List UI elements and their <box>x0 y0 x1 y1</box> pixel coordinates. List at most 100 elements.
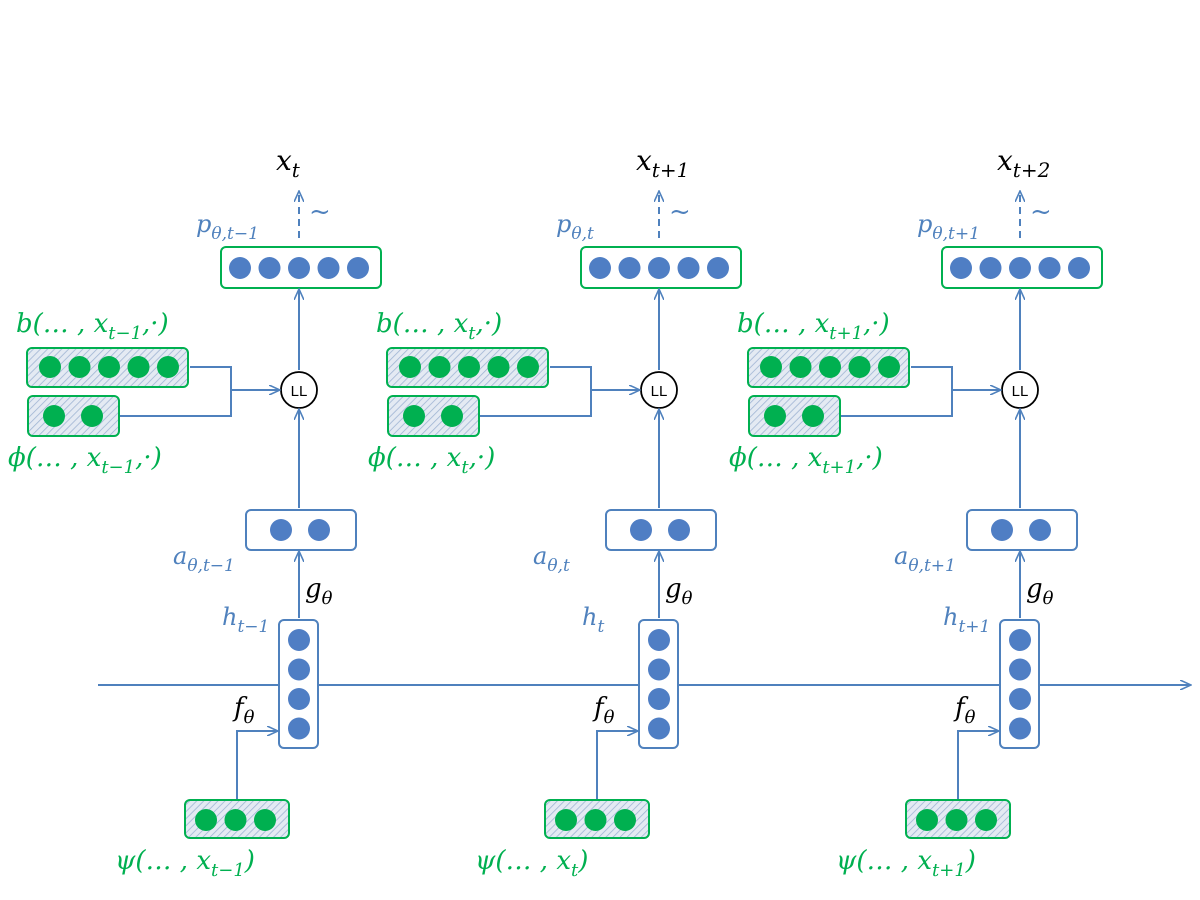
output-label-base: x <box>636 144 652 177</box>
prob-label-base: p <box>917 210 932 238</box>
prob-layer-node-5 <box>1068 257 1090 279</box>
prob-layer-node-5 <box>707 257 729 279</box>
h-state-label-sub: t <box>597 617 604 637</box>
prob-layer-node-1 <box>589 257 611 279</box>
f-function-label: fθ <box>953 693 976 728</box>
h-state-label-base: h <box>222 603 237 631</box>
prob-layer-node-3 <box>288 257 310 279</box>
b-feature-label: b(… , xt,·) <box>376 309 502 344</box>
phi-feature-label-sub: t <box>461 457 469 478</box>
phi-feature-label-pre: ϕ(… , x <box>729 443 823 473</box>
g-function-label-base: g <box>1026 574 1043 604</box>
psi-feature-label: ψ(… , xt) <box>475 846 588 881</box>
b-feature-label-post: ,·) <box>142 309 169 339</box>
b-feature-node-5 <box>517 356 539 378</box>
psi-feature-node-2 <box>224 809 247 831</box>
phi-feature-node-2 <box>802 405 824 427</box>
output-label: xt+1 <box>636 144 689 182</box>
g-function-label-sub: θ <box>322 588 333 609</box>
a-layer-node-1 <box>630 519 652 541</box>
phi-feature-node-1 <box>43 405 65 427</box>
b-feature-node-2 <box>428 356 451 378</box>
a-layer-box <box>605 509 717 551</box>
f-function-label: fθ <box>592 693 615 728</box>
a-layer-label-base: a <box>533 542 547 570</box>
prob-layer-node-4 <box>677 257 700 279</box>
prob-layer-node-2 <box>618 257 641 279</box>
prob-layer-node-3 <box>648 257 670 279</box>
phi-connector <box>120 390 279 417</box>
g-function-label-sub: θ <box>682 588 693 609</box>
h-state-node-1 <box>648 629 670 651</box>
h-state-node-3 <box>648 688 670 710</box>
a-layer-label-sub: θ,t+1 <box>908 556 956 576</box>
psi-feature-label-post: ) <box>244 846 255 876</box>
psi-feature-node-3 <box>254 809 276 831</box>
psi-feature-node-1 <box>195 809 217 831</box>
prob-layer-node-1 <box>950 257 972 279</box>
h-state-node-2 <box>1009 658 1031 681</box>
output-label-sub: t+1 <box>652 158 690 182</box>
a-layer-label-sub: θ,t−1 <box>187 556 235 576</box>
output-label: xt <box>276 144 301 182</box>
f-function-label-sub: θ <box>604 707 615 728</box>
phi-feature-box <box>27 395 120 437</box>
b-feature-label-post: ,·) <box>863 309 890 339</box>
a-layer-label: aθ,t+1 <box>894 542 956 576</box>
b-feature-label-pre: b(… , x <box>16 309 109 339</box>
psi-connector <box>236 731 277 800</box>
h-state-label-sub: t+1 <box>958 617 990 637</box>
phi-feature-label-post: ,·) <box>856 443 883 473</box>
h-state-node-4 <box>1009 717 1031 740</box>
psi-feature-label: ψ(… , xt−1) <box>115 846 255 881</box>
prob-layer-node-5 <box>347 257 369 279</box>
phi-feature-label: ϕ(… , xt,·) <box>368 443 495 478</box>
g-function-label: gθ <box>305 574 333 609</box>
phi-feature-label-pre: ϕ(… , x <box>8 443 102 473</box>
phi-feature-label-sub: t+1 <box>822 457 856 478</box>
psi-connector <box>957 731 998 800</box>
tilde-symbol: ~ <box>1030 197 1052 227</box>
phi-feature-label: ϕ(… , xt+1,·) <box>729 443 883 478</box>
a-layer-label-sub: θ,t <box>547 556 570 576</box>
psi-feature-node-1 <box>916 809 938 831</box>
a-layer-node-1 <box>991 519 1013 541</box>
a-layer-box <box>966 509 1078 551</box>
g-function-label-base: g <box>305 574 322 604</box>
b-feature-node-1 <box>399 356 421 378</box>
a-layer-label-base: a <box>894 542 908 570</box>
h-state-node-3 <box>288 688 310 710</box>
psi-feature-node-2 <box>584 809 607 831</box>
output-label-base: x <box>276 144 292 177</box>
h-state-label-base: h <box>943 603 958 631</box>
psi-feature-node-2 <box>945 809 968 831</box>
phi-feature-label: ϕ(… , xt−1,·) <box>8 443 162 478</box>
g-function-label-base: g <box>665 574 682 604</box>
f-function-label-sub: θ <box>244 707 255 728</box>
h-state-box <box>278 619 319 749</box>
ll-node-label: LL <box>291 383 308 400</box>
psi-feature-label-post: ) <box>577 846 588 876</box>
b-feature-label: b(… , xt−1,·) <box>16 309 169 344</box>
output-label: xt+2 <box>997 144 1050 182</box>
phi-feature-box <box>387 395 480 437</box>
phi-feature-box <box>748 395 841 437</box>
b-feature-node-2 <box>68 356 91 378</box>
prob-label: pθ,t−1 <box>196 210 259 244</box>
a-layer-node-2 <box>308 519 330 541</box>
output-label-base: x <box>997 144 1013 177</box>
prob-label-sub: θ,t <box>571 224 594 244</box>
h-state-node-2 <box>648 658 670 681</box>
phi-connector <box>480 390 639 417</box>
h-state-label-base: h <box>582 603 597 631</box>
a-layer-label: aθ,t−1 <box>173 542 235 576</box>
prob-layer-node-4 <box>317 257 340 279</box>
prob-layer-node-2 <box>979 257 1002 279</box>
phi-feature-node-2 <box>81 405 103 427</box>
output-label-sub: t+2 <box>1013 158 1051 182</box>
b-feature-label-sub: t+1 <box>829 323 863 344</box>
b-connector <box>550 366 592 390</box>
